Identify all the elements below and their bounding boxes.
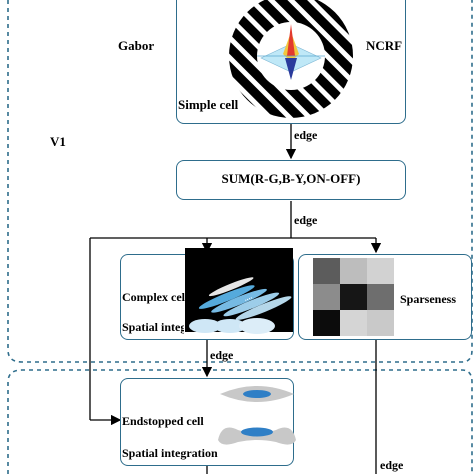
sparseness-label: Sparseness (400, 292, 457, 306)
sum-label: SUM(R-G,B-Y,ON-OFF) (221, 171, 361, 186)
gabor-surface-icon (257, 24, 325, 80)
grid-cell (367, 284, 394, 310)
grid-cell (313, 258, 340, 284)
sparseness-grid (313, 258, 394, 336)
endstopped-cell-label: Endstopped cell (122, 414, 204, 428)
grid-cell (340, 284, 367, 310)
grid-cell (340, 310, 367, 336)
oriented-ellipses-icon (198, 277, 292, 320)
edge-label-1: edge (294, 128, 318, 142)
ncrf-label: NCRF (366, 38, 403, 53)
spatial-integration-label-2: Spatial integration (122, 446, 218, 460)
v1-region-border (7, 0, 473, 363)
complex-cell-image (185, 248, 293, 332)
grid-cell (367, 310, 394, 336)
lower-ellipses-icon (189, 318, 275, 334)
edge-label-2: edge (294, 213, 318, 227)
lower-region-border (7, 369, 473, 474)
grid-cell (340, 258, 367, 284)
edge-label-3: edge (210, 348, 234, 362)
grid-cell (313, 310, 340, 336)
ncrf-hatched-disc (229, 0, 353, 118)
grid-cell (313, 284, 340, 310)
complex-cell-label: Complex cell (122, 290, 186, 304)
endstopped-blob-icons (218, 386, 296, 445)
simple-cell-label: Simple cell (178, 97, 239, 112)
v1-label: V1 (50, 134, 66, 149)
sum-box (176, 160, 406, 200)
spatial-integration-label-1: Spatial integration (122, 320, 184, 334)
gabor-label: Gabor (118, 38, 155, 53)
grid-cell (367, 258, 394, 284)
edge-label-4: edge (380, 458, 404, 472)
